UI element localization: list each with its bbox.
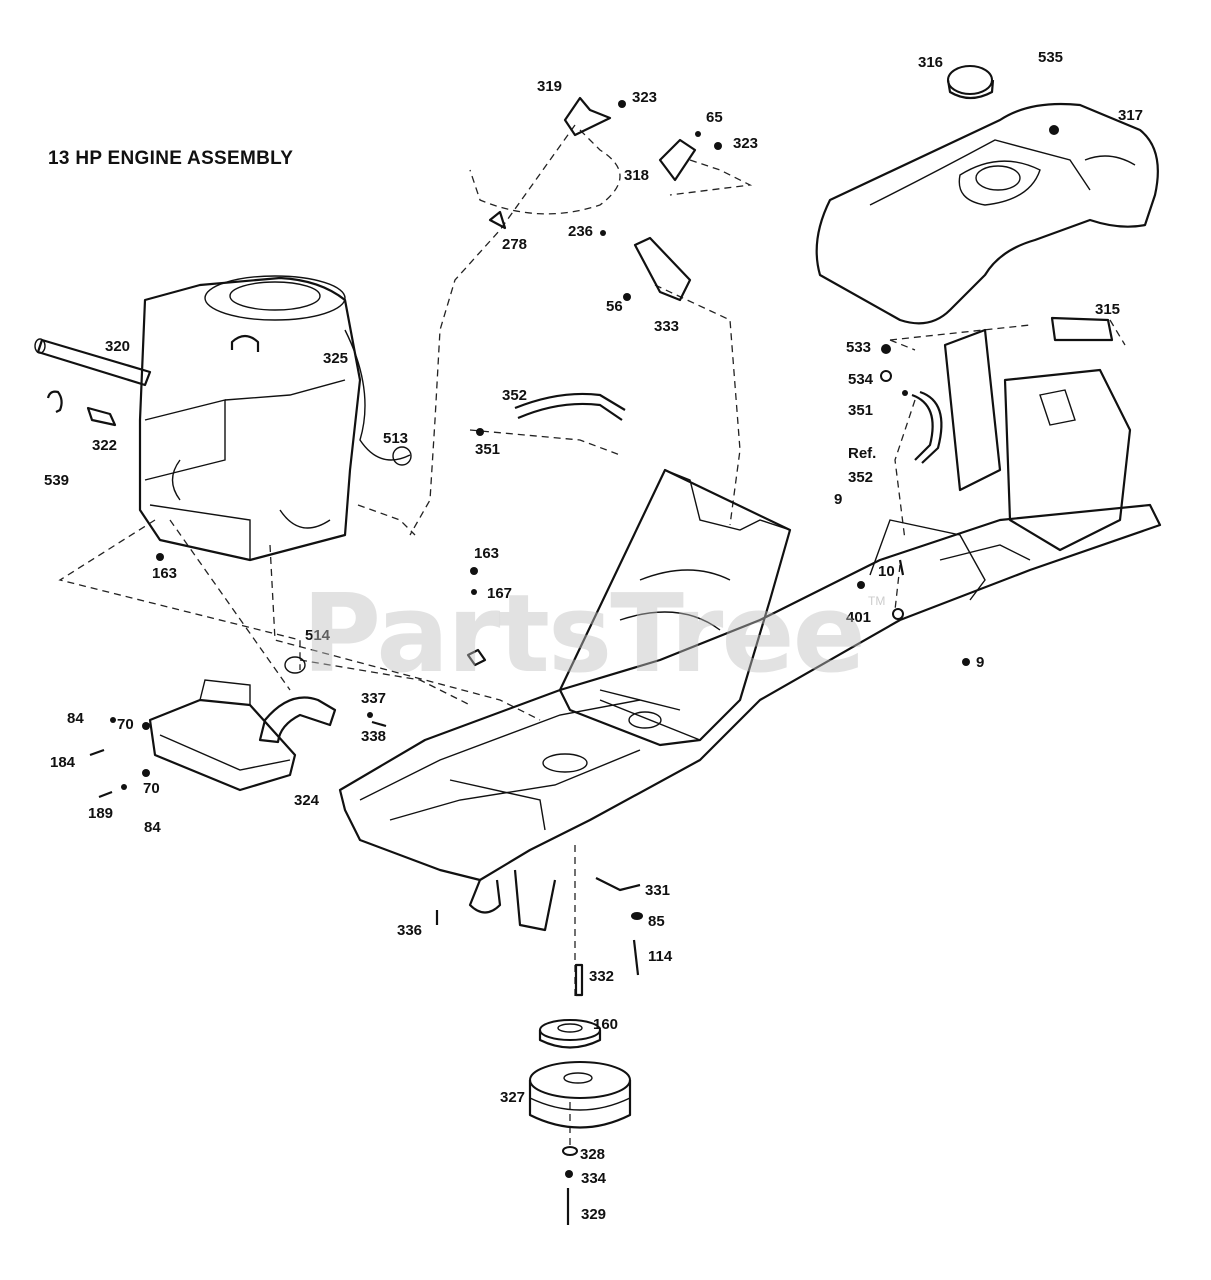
- callout-label: 331: [645, 882, 670, 899]
- callout-label: 84: [67, 710, 84, 727]
- callout-label: 322: [92, 437, 117, 454]
- callout-label: 352: [502, 387, 527, 404]
- choke-bracket: [658, 131, 722, 182]
- seat-support-tower: [558, 468, 792, 747]
- callout-label: 334: [581, 1170, 607, 1187]
- callout-label: 328: [580, 1146, 605, 1163]
- pulley: [538, 1019, 602, 1049]
- callout-label: 189: [88, 805, 113, 822]
- callout-label: 351: [475, 441, 500, 458]
- callout-label: 317: [1118, 107, 1143, 124]
- callout-label: 513: [383, 430, 408, 447]
- spark-plug: [86, 406, 117, 427]
- callout-label: 319: [537, 78, 562, 95]
- callout-label: 352: [848, 469, 873, 486]
- cable-clamp: [488, 210, 507, 230]
- callout-label: 163: [474, 545, 499, 562]
- callout-label: 329: [581, 1206, 606, 1223]
- callout-label: 332: [589, 968, 614, 985]
- callout-labels: 319 323 65 323 318 278 236 56 333 316 53…: [44, 49, 1143, 1223]
- callout-label: Ref.: [848, 445, 876, 462]
- callout-label: 160: [593, 1016, 618, 1033]
- callout-label: 333: [654, 318, 679, 335]
- callout-label: 316: [918, 54, 943, 71]
- callout-label: 318: [624, 167, 649, 184]
- spark-plug-wire: [46, 390, 63, 413]
- fuel-line: [514, 392, 626, 421]
- engine: [138, 275, 412, 562]
- callout-label: 70: [117, 716, 134, 733]
- muffler: [148, 679, 297, 792]
- callout-label: 56: [606, 298, 623, 315]
- callout-label: 323: [632, 89, 657, 106]
- assembly-guide-lines: [58, 124, 1126, 1150]
- callout-label: 338: [361, 728, 386, 745]
- air-filter-tube: [34, 338, 152, 387]
- callout-label: 539: [44, 472, 69, 489]
- mounting-plate-333: [600, 230, 692, 302]
- callout-label: 324: [294, 792, 320, 809]
- callout-label: 70: [143, 780, 160, 797]
- vent-nut: [1049, 125, 1059, 135]
- callout-label: 337: [361, 690, 386, 707]
- callout-label: 114: [648, 948, 673, 965]
- fuel-cap: [946, 65, 995, 100]
- callout-label: 85: [648, 913, 665, 930]
- callout-label: 336: [397, 922, 422, 939]
- callout-label: 9: [976, 654, 984, 671]
- throttle-bracket: [563, 96, 626, 137]
- callout-label: 535: [1038, 49, 1063, 66]
- callout-label: 534: [848, 371, 874, 388]
- fuel-line-ref: [911, 390, 943, 464]
- callout-label: 9: [834, 491, 842, 508]
- callout-label: 351: [848, 402, 873, 419]
- hardware: [89, 344, 970, 1225]
- exhaust-pipe: [258, 656, 337, 744]
- callout-label: 84: [144, 819, 161, 836]
- callout-label: 325: [323, 350, 348, 367]
- main-frame: [338, 503, 1162, 932]
- callout-label: 184: [50, 754, 76, 771]
- callout-label: 167: [487, 585, 512, 602]
- trademark-mark: TM: [868, 594, 886, 608]
- callout-label: 320: [105, 338, 130, 355]
- callout-label: 323: [733, 135, 758, 152]
- callout-label: 315: [1095, 301, 1120, 318]
- callout-label: 514: [305, 627, 331, 644]
- diagram-title: 13 HP ENGINE ASSEMBLY: [48, 148, 294, 169]
- callout-label: 65: [706, 109, 723, 126]
- callout-label: 236: [568, 223, 593, 240]
- fuel-tank: [815, 102, 1159, 325]
- callout-label: 163: [152, 565, 177, 582]
- callout-label: 401: [846, 609, 871, 626]
- callout-label: 327: [500, 1089, 525, 1106]
- callout-label: 10: [878, 563, 895, 580]
- callout-label: 278: [502, 236, 527, 253]
- electric-clutch: [528, 1061, 632, 1129]
- callout-label: 533: [846, 339, 871, 356]
